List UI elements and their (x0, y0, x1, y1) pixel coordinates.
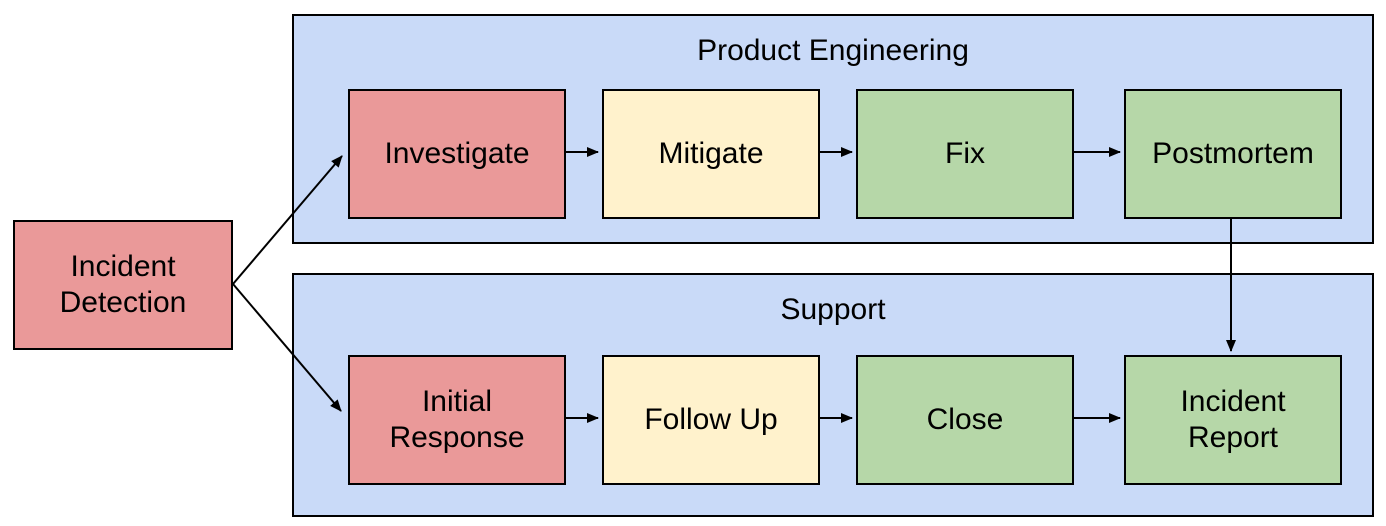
node-label: Postmortem (1152, 137, 1314, 170)
node-label: Follow Up (644, 403, 778, 436)
node-initial-response: Initial Response (348, 355, 566, 485)
node-label: Close (926, 403, 1004, 436)
node-mitigate: Mitigate (602, 89, 820, 219)
node-label: Mitigate (658, 137, 764, 170)
lane-title: Support (780, 293, 886, 326)
node-close: Close (856, 355, 1074, 485)
node-label: Investigate (384, 137, 530, 170)
node-label: Fix (945, 137, 985, 170)
node-follow-up: Follow Up (602, 355, 820, 485)
node-label: Initial Response (389, 385, 525, 454)
lane-title: Product Engineering (697, 34, 969, 67)
node-fix: Fix (856, 89, 1074, 219)
node-label: Incident Report (1180, 385, 1286, 454)
lane-product-engineering: Product Engineering Investigate Mitigate… (292, 14, 1374, 244)
node-incident-detection: Incident Detection (13, 220, 233, 350)
node-investigate: Investigate (348, 89, 566, 219)
lane-support: Support Initial Response Follow Up Close… (292, 273, 1374, 517)
node-incident-report: Incident Report (1124, 355, 1342, 485)
node-label: Incident Detection (59, 250, 187, 319)
node-postmortem: Postmortem (1124, 89, 1342, 219)
